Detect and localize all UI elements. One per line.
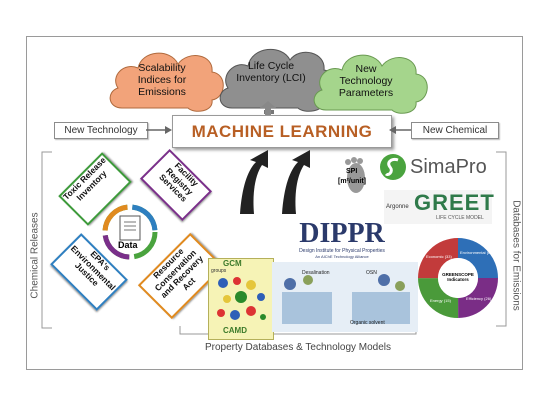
black-arrows bbox=[240, 150, 310, 214]
spi-line1: SPI bbox=[346, 168, 358, 175]
greet-text: GREET bbox=[414, 190, 495, 215]
dippr-sub2: An AIChE Technology Alliance bbox=[315, 254, 369, 259]
gcm-text: GCM bbox=[223, 259, 242, 268]
greet-logo: Argonne GREET LIFE CYCLE MODEL bbox=[384, 190, 495, 224]
cloud-text-scalability: Scalability Indices for Emissions bbox=[137, 62, 187, 98]
property-databases-label: Property Databases & Technology Models bbox=[204, 342, 392, 353]
cloud-new-technology bbox=[313, 54, 428, 114]
cloud-text-lci: Life Cycle Inventory (LCI) bbox=[236, 60, 306, 84]
up-arrow-small bbox=[260, 101, 276, 117]
desalination-text: Desalination bbox=[302, 270, 330, 276]
greenscope-economic: Economic (33) bbox=[426, 254, 452, 259]
arrow-left-icon bbox=[389, 126, 411, 134]
clouds-layer bbox=[109, 48, 428, 114]
machine-learning-title: MACHINE LEARNING bbox=[191, 122, 373, 141]
segment-energy bbox=[418, 238, 498, 318]
footprint-icon bbox=[345, 157, 365, 193]
data-cycle bbox=[102, 204, 158, 260]
simapro-logo-icon bbox=[380, 154, 406, 180]
membrane-panel: Desalination OSN Organic solvent bbox=[272, 262, 418, 332]
greenscope-efficiency: Efficiency (26) bbox=[466, 296, 492, 301]
greenscope-environmental: Environmental (66) bbox=[460, 250, 494, 255]
spi-line2: [m²/unit] bbox=[338, 178, 366, 185]
greet-sub-text: LIFE CYCLE MODEL bbox=[436, 215, 484, 221]
left-bracket bbox=[41, 151, 52, 329]
argonne-text: Argonne bbox=[386, 204, 409, 210]
greenscope-subtitle: Indicators bbox=[447, 277, 469, 282]
osn-text: OSN bbox=[366, 270, 377, 276]
dippr-text: DIPPR bbox=[299, 218, 385, 249]
machine-learning-box: MACHINE LEARNING bbox=[172, 115, 392, 148]
segment-efficiency bbox=[418, 238, 498, 318]
databases-emissions-label: Databases for Emissions bbox=[510, 200, 522, 311]
data-label: Data bbox=[118, 240, 138, 250]
document-icon bbox=[119, 215, 141, 241]
arrow-right-icon bbox=[146, 126, 172, 134]
segment-economic bbox=[418, 238, 498, 318]
chemical-releases-label: Chemical Releases bbox=[29, 212, 41, 299]
molecule-icon bbox=[217, 277, 266, 320]
greenscope-donut bbox=[418, 238, 498, 318]
cloud-scalability bbox=[109, 52, 224, 112]
dippr-sub1: Design Institute for Physical Properties bbox=[299, 248, 385, 254]
black-arrow-left-icon bbox=[240, 150, 268, 214]
greenscope-energy: Energy (15) bbox=[430, 298, 451, 303]
camd-text: CAMD bbox=[223, 326, 247, 335]
new-chemical-label: New Chemical bbox=[411, 122, 499, 139]
right-bracket bbox=[496, 151, 507, 327]
organic-solvent-text: Organic solvent bbox=[350, 320, 385, 326]
greenscope-center: GREENSCOPE Indicators bbox=[436, 272, 480, 282]
dippr-logo: DIPPR Design Institute for Physical Prop… bbox=[286, 220, 398, 260]
gcm-camd-panel: GCM groups CAMD bbox=[208, 258, 274, 340]
diagram-frame bbox=[26, 36, 523, 370]
membrane-graphic bbox=[282, 274, 410, 324]
simapro-logo: SimaPro bbox=[410, 156, 487, 178]
black-arrow-right-icon bbox=[282, 150, 310, 214]
greenscope-title: GREENSCOPE bbox=[442, 272, 474, 277]
new-technology-label: New Technology bbox=[54, 122, 148, 139]
groups-text: groups bbox=[211, 268, 227, 274]
cloud-text-new-technology: New Technology Parameters bbox=[338, 63, 394, 99]
